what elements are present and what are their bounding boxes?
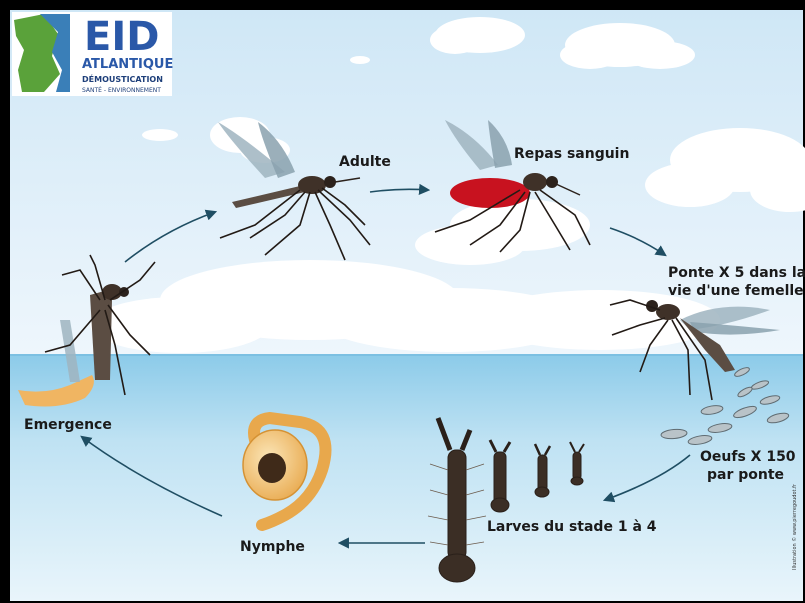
label-larves: Larves du stade 1 à 4 xyxy=(487,519,657,535)
label-oeufs-line2: par ponte xyxy=(707,467,784,483)
water xyxy=(10,355,803,601)
illustration-credit: Illustration © www.pierregoudot.fr xyxy=(791,483,798,570)
logo-line1: ATLANTIQUE xyxy=(82,57,173,72)
label-repas-sanguin: Repas sanguin xyxy=(514,146,629,162)
label-oeufs-line1: Oeufs X 150 xyxy=(700,449,796,465)
label-emergence: Emergence xyxy=(24,417,112,433)
eid-logo: EID ATLANTIQUE DÉMOUSTICATION SANTÉ - EN… xyxy=(12,12,173,96)
label-ponte-line2: vie d'une femelle xyxy=(668,283,804,299)
logo-line3: SANTÉ - ENVIRONNEMENT xyxy=(82,86,161,94)
logo-line2: DÉMOUSTICATION xyxy=(82,73,163,84)
label-adulte: Adulte xyxy=(339,154,391,170)
label-nymphe: Nymphe xyxy=(240,539,305,555)
logo-name: EID xyxy=(84,14,159,60)
label-ponte-line1: Ponte X 5 dans la xyxy=(668,265,805,281)
